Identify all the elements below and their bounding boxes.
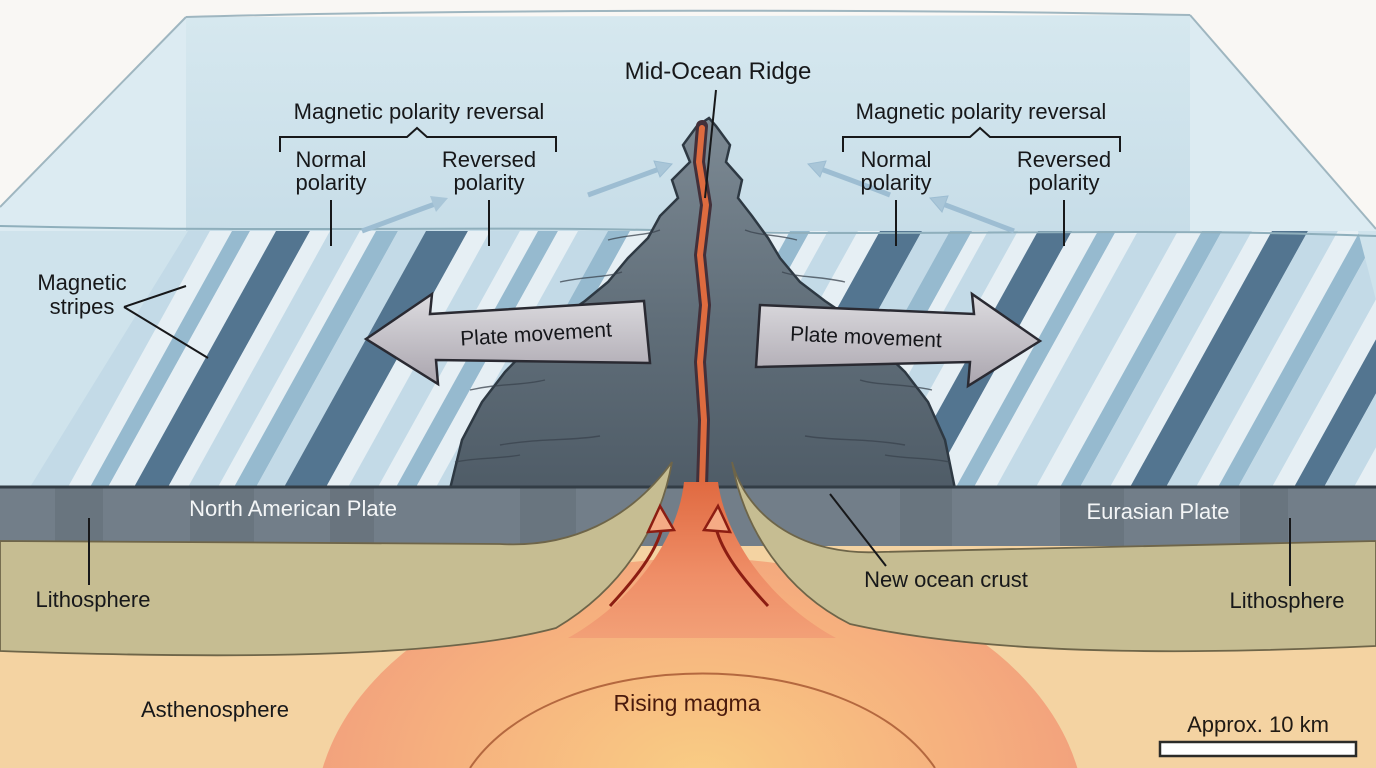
plate-movement-arrow-left: Plate movement (363, 291, 652, 387)
magnetic-stripes-label-group: Magnetic stripes (37, 270, 209, 359)
lithosphere-right-label: Lithosphere (1230, 588, 1345, 613)
magnetic-stripe-medium (230, 231, 398, 487)
mid-ocean-ridge-mound (448, 116, 957, 493)
water-arrow-left-inner (587, 165, 663, 198)
new-ocean-crust-label: New ocean crust (864, 567, 1028, 592)
magnetic-stripe-pale (214, 231, 376, 487)
plate-left-label: North American Plate (189, 496, 397, 521)
magnetic-stripe-pale (64, 231, 232, 487)
magnetic-stripe-light (1234, 231, 1376, 487)
magnetic-stripe-pale (1106, 231, 1272, 487)
magnetic-stripes-line1: Magnetic (37, 270, 126, 295)
water-arrow-right-outer (939, 200, 1015, 234)
magnetic-stripe-pale (926, 231, 1098, 487)
magnetic-stripe-pale (1268, 231, 1376, 487)
water-current-arrows (361, 160, 1015, 234)
scale-bar (1158, 740, 1358, 758)
normal-polarity-left-line2: polarity (296, 170, 367, 195)
magnetic-stripe-light (252, 231, 426, 487)
polarity-group-right: Magnetic polarity reversal Normal polari… (842, 99, 1121, 246)
magnetic-stripes-pointer-2 (123, 306, 209, 359)
reversed-polarity-left-line2: polarity (454, 170, 525, 195)
magma-dome-inner-arc (469, 672, 936, 768)
rising-magma-arrows (608, 503, 770, 608)
polarity-heading-left: Magnetic polarity reversal (294, 99, 545, 124)
lithosphere-wedge-left (0, 461, 673, 657)
normal-polarity-right-line1: Normal (861, 147, 932, 172)
reversed-polarity-right-line2: polarity (1029, 170, 1100, 195)
lithosphere-label-left-group: Lithosphere (36, 518, 151, 612)
magma-arrow-right-head (701, 503, 733, 534)
lithosphere-left-label: Lithosphere (36, 587, 151, 612)
reversed-polarity-left-line1: Reversed (442, 147, 536, 172)
polarity-group-left: Magnetic polarity reversal Normal polari… (279, 99, 557, 246)
magnetic-stripe-dark (280, 231, 468, 487)
polarity-bracket-left (279, 126, 557, 152)
magnetic-stripe-light (1076, 231, 1252, 487)
scale-bar-label: Approx. 10 km (1187, 712, 1329, 737)
magma-conduit (568, 482, 836, 638)
magnetic-stripe-light (1320, 231, 1376, 487)
normal-polarity-right-line2: polarity (861, 170, 932, 195)
water-right-face (1190, 15, 1376, 240)
plate-movement-arrow-right: Plate movement (754, 291, 1043, 389)
lithosphere-label-right-group: Lithosphere (1230, 518, 1345, 613)
plate-right-label: Eurasian Plate (1086, 499, 1229, 524)
water-arrow-right-inner (817, 165, 891, 198)
water-right-edge (1189, 14, 1376, 230)
title-pointer-line (704, 89, 717, 199)
scale-bar-group: Approx. 10 km (1158, 712, 1358, 758)
magnetic-stripe-light (1162, 231, 1338, 487)
water-plain-left (0, 231, 188, 487)
magnetic-stripe-medium (1214, 231, 1376, 487)
plate-band-shading (55, 486, 1288, 546)
magnetic-stripe-pale (374, 231, 538, 487)
normal-polarity-left-line1: Normal (296, 147, 367, 172)
lithosphere-wedge-right (731, 461, 1376, 653)
magma-arrow-left-head (645, 503, 677, 534)
magnetic-stripe-pale (1192, 231, 1360, 487)
magnetic-stripe-light (24, 231, 210, 487)
reversed-polarity-right-line1: Reversed (1017, 147, 1111, 172)
water-plain-right (1358, 231, 1376, 300)
magnetic-stripe-pale (164, 231, 330, 487)
magnetic-stripe-medium (392, 231, 558, 487)
rising-magma-label: Rising magma (614, 690, 761, 716)
magnetic-stripe-dark (1290, 231, 1376, 487)
new-ocean-crust-group: New ocean crust (829, 493, 1028, 592)
water-back-wall (186, 15, 1190, 231)
water-left-face (0, 17, 186, 231)
magnetic-stripes-line2: stripes (50, 294, 115, 319)
magnetic-stripe-light (184, 231, 360, 487)
ocean-water (0, 9, 1376, 240)
water-top-edge (185, 9, 1191, 18)
new-ocean-crust-pointer (829, 493, 887, 567)
magnetic-stripe-medium (1056, 231, 1222, 487)
diagram-title: Mid-Ocean Ridge (625, 58, 812, 85)
magnetic-stripe-pale (970, 231, 1138, 487)
magnetic-stripe-medium (952, 231, 1116, 487)
magnetic-stripe-medium (86, 231, 250, 487)
magnetic-stripe-pale (104, 231, 276, 487)
magnetic-stripe-dark (1126, 231, 1308, 487)
polarity-bracket-right (842, 126, 1121, 152)
water-left-edge (0, 16, 187, 208)
polarity-heading-right: Magnetic polarity reversal (856, 99, 1107, 124)
magnetic-stripes-pointer-1 (123, 285, 187, 308)
magnetic-stripe-pale (1032, 231, 1202, 487)
water-arrow-left-outer (361, 200, 439, 234)
lithosphere-tan-layer (0, 461, 1376, 657)
magnetic-stripe-dark (130, 231, 310, 487)
magnetic-stripe-light (992, 231, 1178, 487)
ridge-crack-magma (695, 125, 710, 489)
asthenosphere-label: Asthenosphere (141, 697, 289, 722)
